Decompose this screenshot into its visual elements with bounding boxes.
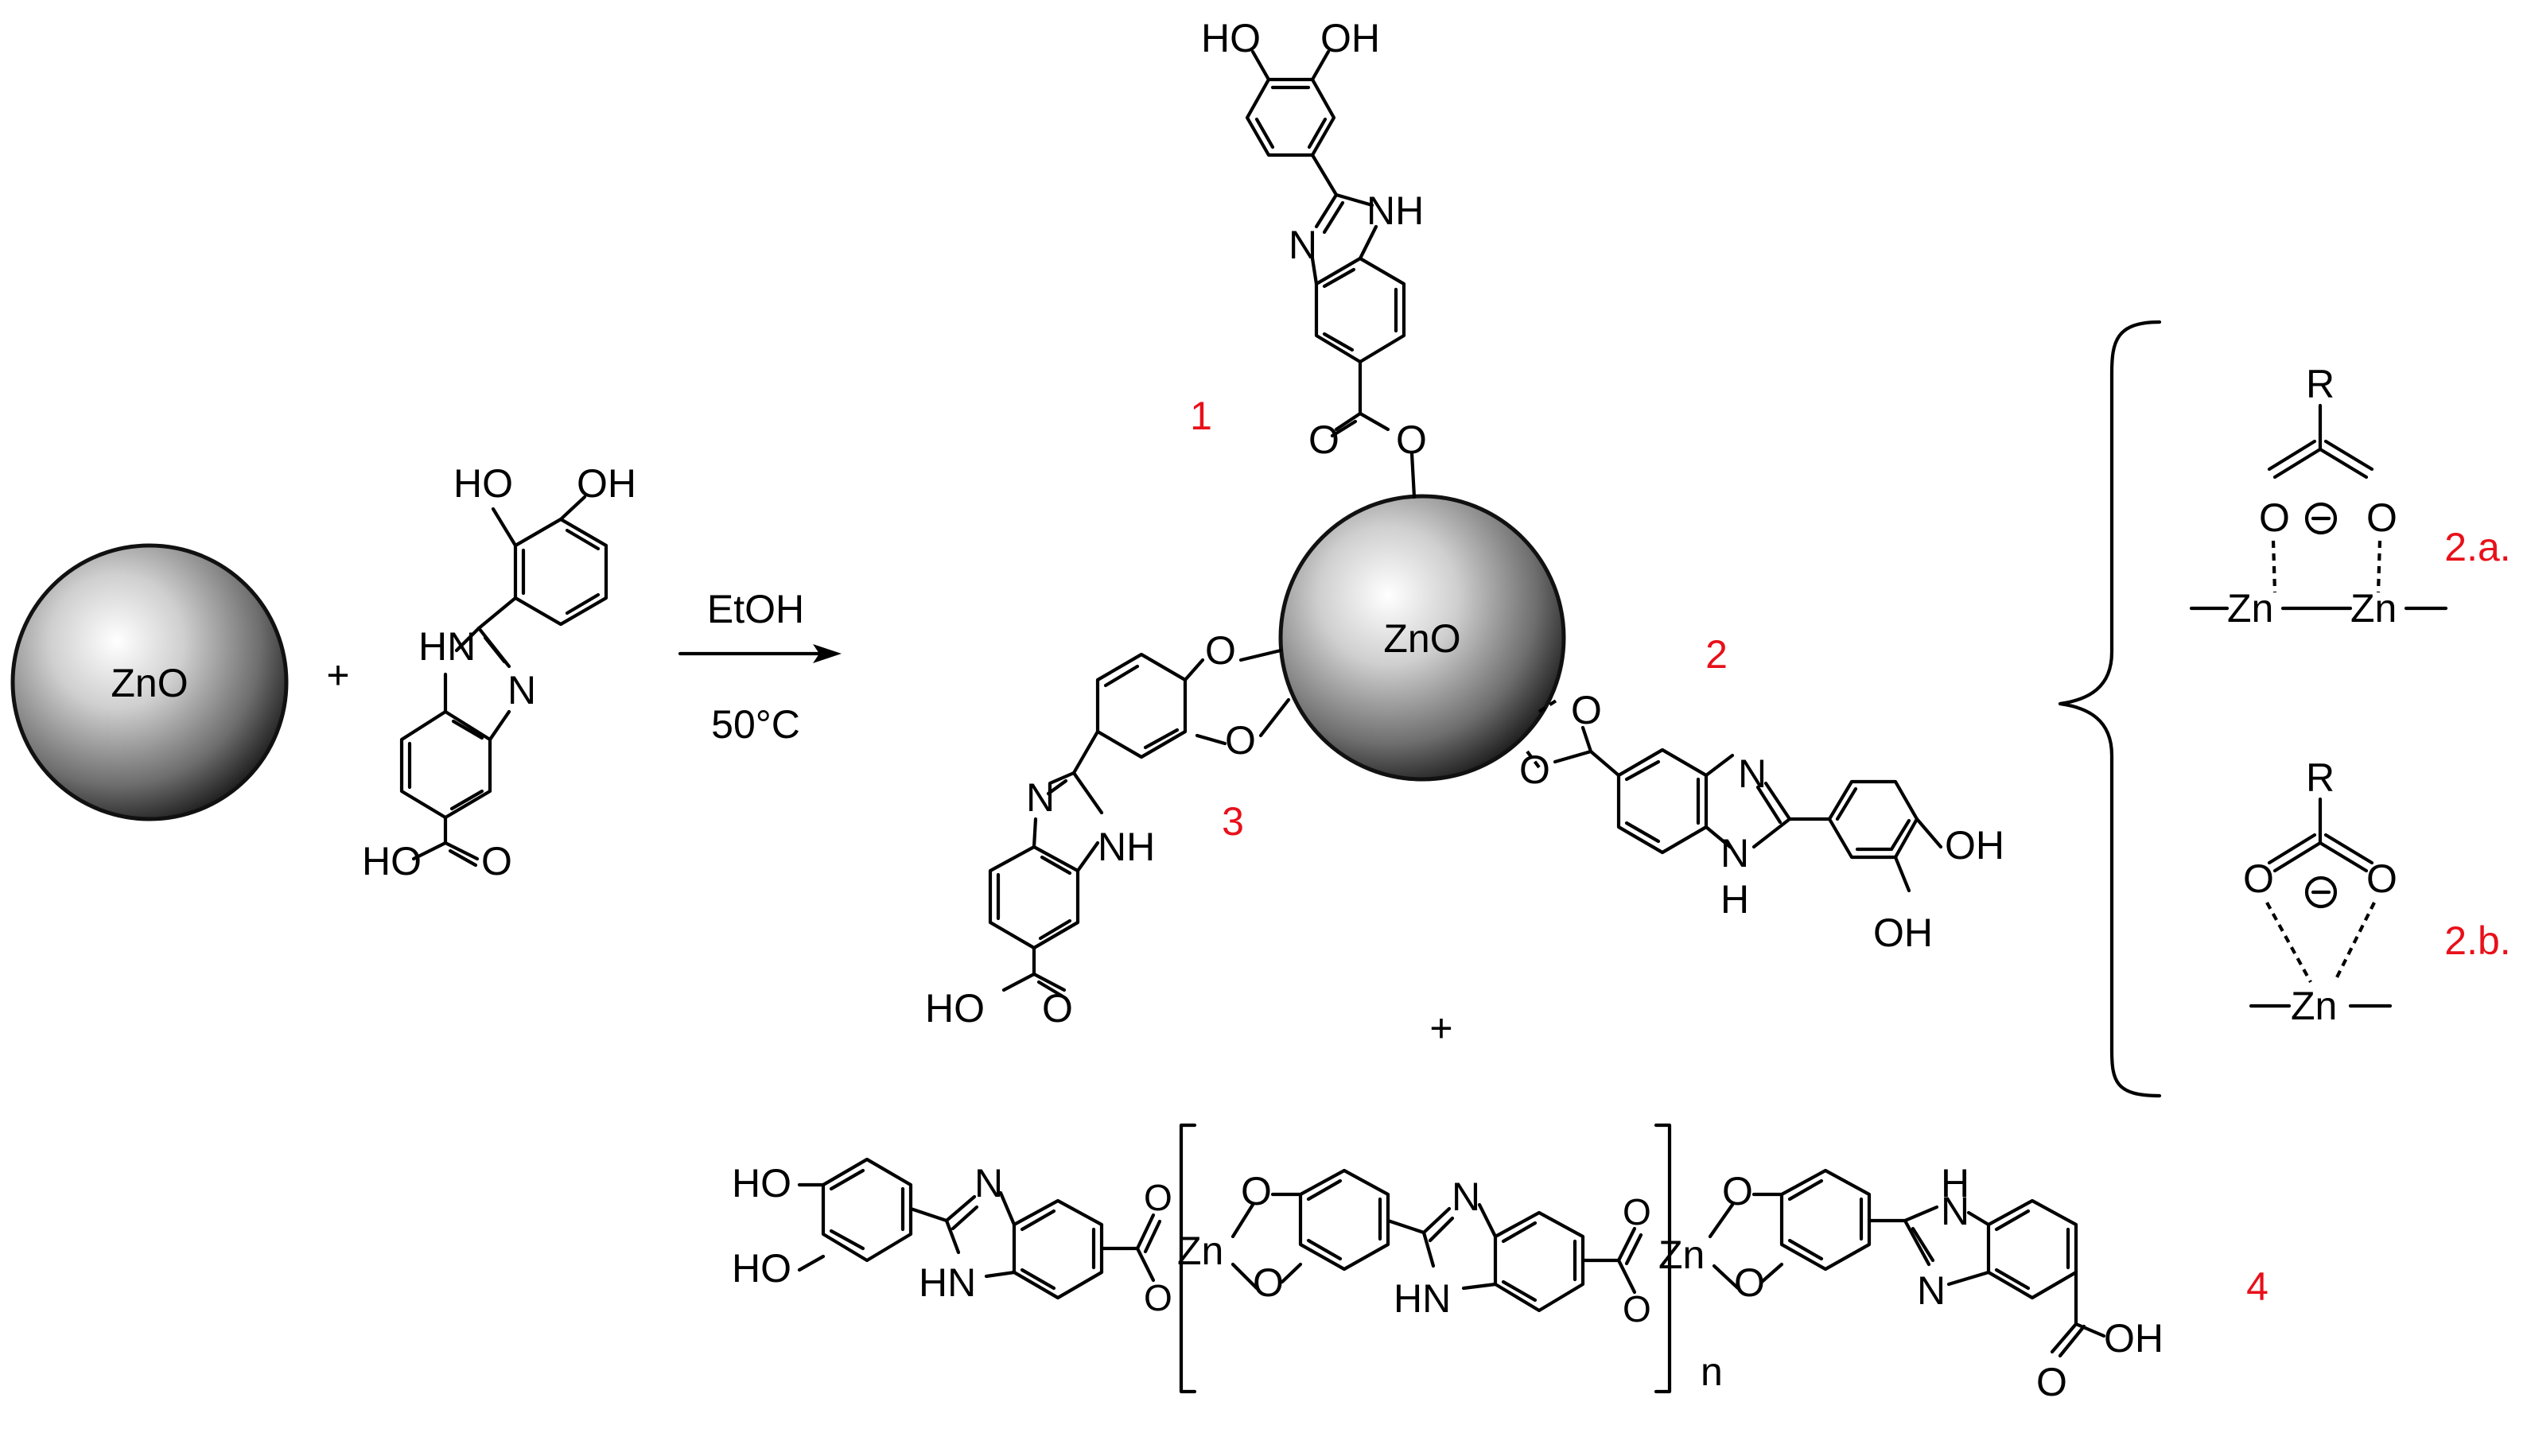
ligand-reactant: HO OH HN N HO O bbox=[362, 461, 636, 883]
oh-p-end: OH bbox=[2104, 1316, 2164, 1361]
label-2b: 2.b. bbox=[2444, 918, 2510, 963]
n-p3: N bbox=[1917, 1268, 1946, 1313]
plus-sign: + bbox=[326, 653, 349, 697]
label-3: 3 bbox=[1222, 799, 1244, 844]
o-p-z4: O bbox=[1734, 1260, 1765, 1305]
zn-p2: Zn bbox=[1658, 1233, 1705, 1277]
ligand-mode-2: O O N N H OH OH bbox=[1519, 688, 2004, 955]
zno-particle-functionalized: ZnO bbox=[1278, 494, 1566, 782]
o-p-c2: O bbox=[1144, 1277, 1172, 1318]
o-r1: O bbox=[1571, 688, 1602, 732]
o-p-z1: O bbox=[1241, 1169, 1272, 1213]
n-p2: N bbox=[1452, 1175, 1480, 1219]
r-2a: R bbox=[2306, 362, 2335, 406]
o-p-z2: O bbox=[1253, 1260, 1284, 1305]
oh-top: OH bbox=[1320, 16, 1380, 60]
r-2b: R bbox=[2306, 755, 2335, 800]
n-subscript: n bbox=[1701, 1349, 1723, 1394]
o-p-end: O bbox=[2036, 1360, 2067, 1404]
ho-p1: HO bbox=[732, 1161, 791, 1206]
ho-p2: HO bbox=[732, 1246, 791, 1291]
o-carbonyl: O bbox=[1308, 417, 1339, 462]
binding-mode-2b: R O O Zn bbox=[2243, 755, 2397, 1028]
n-p1: N bbox=[974, 1161, 1003, 1206]
zn-2a-2: Zn bbox=[2350, 586, 2397, 631]
arrow-temperature: 50°C bbox=[711, 702, 800, 747]
ligand-mode-3: O O N NH HO O bbox=[925, 628, 1291, 1031]
label-1: 1 bbox=[1190, 394, 1212, 438]
ho-label: HO bbox=[453, 461, 513, 506]
n-top: N bbox=[1289, 223, 1317, 267]
center-zno-label: ZnO bbox=[1383, 616, 1460, 661]
n-right: N bbox=[1738, 751, 1767, 796]
binding-mode-2a: R O O Zn Zn bbox=[2189, 362, 2448, 631]
zn-2a-1: Zn bbox=[2227, 586, 2273, 631]
n-label: N bbox=[507, 668, 536, 712]
curly-brace bbox=[2058, 320, 2162, 1098]
n-left: N bbox=[1026, 775, 1055, 820]
arrow-reagent: EtOH bbox=[707, 587, 804, 631]
nh-top: NH bbox=[1367, 188, 1424, 233]
plus-sign-2: + bbox=[1429, 1006, 1452, 1050]
o-2b-1: O bbox=[2243, 856, 2274, 901]
hn-label: HN bbox=[418, 624, 476, 669]
o-p-c3: O bbox=[1623, 1191, 1651, 1233]
label-2a: 2.a. bbox=[2444, 525, 2510, 569]
oh-label: OH bbox=[577, 461, 636, 506]
ho-left: HO bbox=[925, 986, 985, 1031]
oh-r1: OH bbox=[1945, 823, 2004, 868]
n-right-h: N bbox=[1720, 831, 1749, 876]
coordination-polymer: HO HO N HN O O Zn O O bbox=[732, 1123, 2164, 1404]
h-right: H bbox=[1720, 877, 1749, 922]
o-ester: O bbox=[1396, 417, 1427, 462]
hn-p2: HN bbox=[1394, 1276, 1451, 1321]
o-r2: O bbox=[1519, 747, 1550, 792]
label-4: 4 bbox=[2246, 1264, 2268, 1309]
o-left: O bbox=[1042, 986, 1073, 1031]
ho-acid-label: HO bbox=[362, 839, 422, 883]
hn-p1: HN bbox=[919, 1260, 976, 1305]
o-p-c4: O bbox=[1623, 1288, 1651, 1330]
o-p-c1: O bbox=[1144, 1177, 1172, 1218]
ligand-mode-1: O O N NH HO OH bbox=[1201, 16, 1427, 499]
oh-r2: OH bbox=[1873, 910, 1933, 955]
o-2b-2: O bbox=[2366, 856, 2397, 901]
h-p3: H bbox=[1941, 1161, 1969, 1206]
o-acid-label: O bbox=[481, 839, 512, 883]
o-cat1: O bbox=[1205, 628, 1236, 673]
o-2a-2: O bbox=[2366, 495, 2397, 540]
label-2: 2 bbox=[1705, 632, 1728, 677]
o-p-z3: O bbox=[1722, 1169, 1753, 1213]
zno-label: ZnO bbox=[111, 661, 188, 705]
zn-p1: Zn bbox=[1177, 1229, 1223, 1273]
zn-2b: Zn bbox=[2291, 984, 2337, 1028]
ho-top: HO bbox=[1201, 16, 1261, 60]
zno-particle-reactant: ZnO bbox=[10, 543, 289, 821]
n-p3h: N bbox=[1941, 1189, 1969, 1233]
o-2a-1: O bbox=[2259, 495, 2290, 540]
o-cat2: O bbox=[1225, 718, 1256, 763]
nh-left: NH bbox=[1098, 825, 1155, 869]
reaction-arrow: EtOH 50°C bbox=[678, 587, 842, 747]
